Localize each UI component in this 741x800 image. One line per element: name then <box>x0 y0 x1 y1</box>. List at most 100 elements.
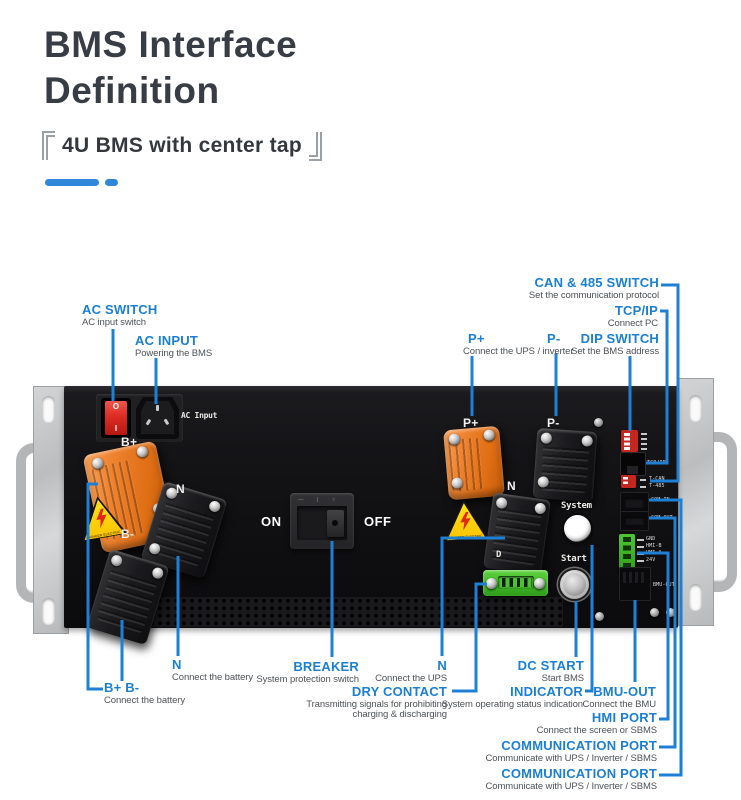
terminal-pins <box>498 576 534 589</box>
callout-communication-port-1: COMMUNICATION PORT Communicate with UPS … <box>485 738 658 764</box>
callout-ac-input: AC INPUT Powering the BMS <box>135 333 212 359</box>
p-minus-silkscreen: P- <box>547 416 560 430</box>
t-485-silkscreen: T-485 <box>649 483 665 489</box>
callout-desc: Connect the UPS / inverter <box>463 346 574 357</box>
callout-title: INDICATOR <box>510 684 583 699</box>
callout-desc: Connect the BMU <box>582 699 657 710</box>
ac-input-silkscreen: AC Input <box>181 411 218 420</box>
callout-n-ups: N Connect the UPS <box>375 658 447 684</box>
callout-title: AC SWITCH <box>82 302 158 317</box>
callout-title: DC START <box>517 658 584 673</box>
ventilation-grid <box>108 597 563 627</box>
on-silkscreen: ON <box>261 514 282 529</box>
ac-input-socket <box>136 397 179 439</box>
rack-ear-left <box>33 386 69 634</box>
connector-ribs <box>96 566 158 634</box>
bmu-out-port <box>619 567 651 601</box>
callout-desc: Connect the screen or SBMS <box>536 725 658 736</box>
callout-title: COMMUNICATION PORT <box>501 738 657 753</box>
connector-ribs <box>150 499 216 568</box>
callout-title: N <box>437 658 447 673</box>
panel-screw <box>650 608 659 617</box>
callout-desc: Connect PC <box>607 318 658 329</box>
rocker-i-mark: I <box>114 424 118 433</box>
accent-dash-short <box>105 179 118 186</box>
mount-slot <box>689 395 702 422</box>
callout-desc: Set the BMS address <box>571 346 659 357</box>
t-can-tick <box>640 479 646 481</box>
callout-can485-switch: CAN & 485 SWITCH Set the communication p… <box>529 275 659 301</box>
callout-dip-switch: DIP SWITCH Set the BMS address <box>571 331 659 357</box>
com-out-port <box>620 511 649 531</box>
bracket-left-icon <box>42 131 55 161</box>
callout-ac-switch: AC SWITCH AC input switch <box>82 302 157 328</box>
n-right-silkscreen: N <box>507 479 516 493</box>
rack-ear-right <box>678 378 714 626</box>
n-left-silkscreen: N <box>176 482 185 496</box>
callout-tcpip: TCP/IP Connect PC <box>608 303 658 329</box>
connector-ribs <box>540 442 590 494</box>
callout-desc: Connect the UPS <box>375 673 447 684</box>
p-plus-silkscreen: P+ <box>463 416 479 430</box>
callout-breaker: BREAKER System protection switch <box>256 659 359 685</box>
callout-title: B+ B- <box>104 680 140 695</box>
callout-desc: Transmitting signals for prohibiting cha… <box>306 699 447 721</box>
panel-screw <box>594 418 603 427</box>
callout-b-plus-minus: B+ B- Connect the battery <box>104 680 185 706</box>
callout-communication-port-2: COMMUNICATION PORT Communicate with UPS … <box>486 766 658 792</box>
p-plus-connector <box>443 425 505 501</box>
callout-desc: System operating status indication <box>441 699 583 710</box>
24v-silkscreen: 24V <box>646 557 656 563</box>
b-minus-silkscreen: B- <box>121 527 135 541</box>
hmi-a-tick <box>637 553 644 555</box>
callout-title: DIP SWITCH <box>580 331 659 346</box>
gnd-tick <box>637 539 644 541</box>
callout-p-minus: P- <box>547 331 560 346</box>
connector-screw <box>135 445 149 459</box>
dc-start-button <box>560 570 589 599</box>
callout-title: DRY CONTACT <box>351 684 447 699</box>
mount-slot <box>689 584 702 611</box>
page-title: BMS Interface Definition <box>44 22 297 114</box>
callout-desc: Connect the battery <box>172 672 254 683</box>
callout-indicator: INDICATOR System operating status indica… <box>442 684 583 710</box>
bracket-right-icon <box>308 131 322 161</box>
ac-power-switch: O I <box>101 398 131 438</box>
com-out-silkscreen: COM-OUT <box>651 515 673 521</box>
connector-screw <box>495 496 508 510</box>
n-ups-connector <box>482 492 552 576</box>
connector-screw <box>534 502 547 515</box>
rocker-o-mark: O <box>112 402 120 411</box>
callout-desc: Set the communication protocol <box>528 290 659 301</box>
terminal-screw <box>486 578 497 589</box>
dry-contact-terminal <box>483 570 548 596</box>
off-silkscreen: OFF <box>364 514 392 529</box>
callout-desc: Communicate with UPS / Inverter / SBMS <box>485 753 658 764</box>
ac-inlet-block: O I <box>96 394 183 442</box>
callout-title: BREAKER <box>293 659 359 674</box>
hmi-b-tick <box>637 546 644 548</box>
hmi-terminal <box>619 534 635 573</box>
callout-title: COMMUNICATION PORT <box>501 766 657 781</box>
panel-screw <box>666 608 675 617</box>
page-title-line1: BMS Interface <box>44 24 298 65</box>
callout-desc: System protection switch <box>256 674 359 685</box>
system-indicator-led <box>564 515 591 542</box>
tcpip-rj45-port <box>620 452 646 476</box>
callout-title: HMI PORT <box>591 710 657 725</box>
dip-tick <box>641 448 647 450</box>
callout-desc: AC input switch <box>82 317 146 328</box>
terminal-screw <box>534 578 545 589</box>
bmu-out-silkscreen: BMU-OUT <box>653 582 675 588</box>
can-485-switch <box>621 475 636 488</box>
24v-tick <box>637 560 644 562</box>
hmi-a-silkscreen: HMI-A <box>646 550 662 556</box>
page-title-line2: Definition <box>44 70 220 111</box>
connector-screw <box>483 429 496 442</box>
callout-n-battery: N Connect the battery <box>172 657 253 683</box>
callout-dry-contact: DRY CONTACT Transmitting signals for pro… <box>287 684 447 721</box>
com-in-silkscreen: COM-IN <box>651 497 670 503</box>
dip-switch <box>621 430 638 452</box>
breaker-toggle <box>327 510 344 537</box>
tcpip-silkscreen: TCP/IP <box>647 460 666 466</box>
